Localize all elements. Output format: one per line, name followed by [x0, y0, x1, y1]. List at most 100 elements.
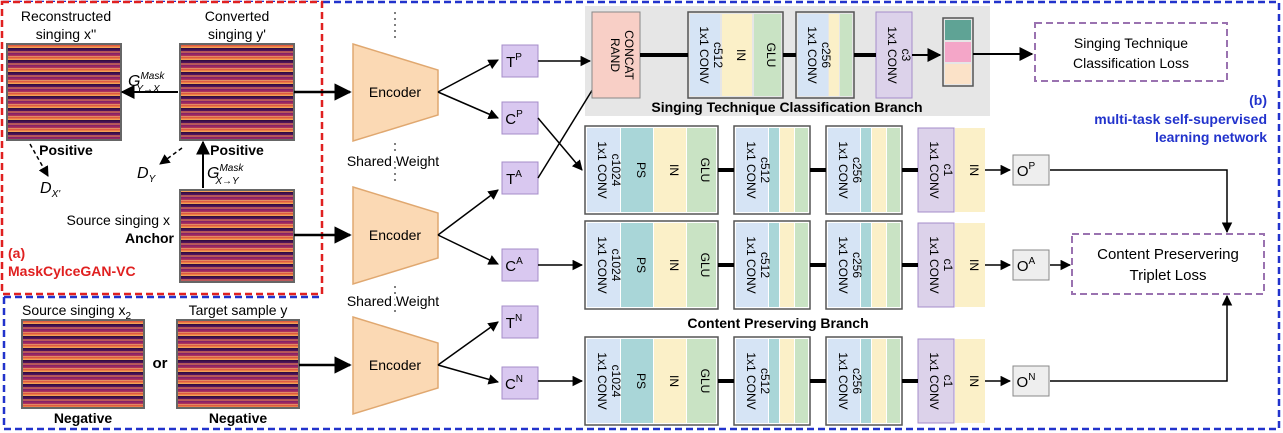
- tech-loss-2: Classification Loss: [1073, 55, 1189, 71]
- panel-b-line1: multi-task self-supervised: [1094, 111, 1267, 127]
- positive-label-2: Positive: [210, 142, 264, 158]
- svg-text:IN: IN: [667, 375, 681, 387]
- svg-text:CA: CA: [505, 256, 523, 275]
- arrow-cp-row1: [537, 117, 583, 171]
- svg-text:IN: IN: [967, 164, 981, 176]
- tech-block-c3: 1x1 CONV c3: [875, 11, 913, 99]
- spectrogram-converted: [179, 43, 295, 141]
- arrow-d-x: [29, 143, 49, 177]
- panel-b-line2: learning network: [1155, 129, 1267, 145]
- svg-text:1x1 CONV: 1x1 CONV: [836, 141, 850, 198]
- triplet-loss-1: Content Preservering: [1097, 246, 1239, 263]
- svg-text:1x1 CONV: 1x1 CONV: [927, 141, 941, 198]
- svg-text:1x1 CONV: 1x1 CONV: [744, 352, 758, 409]
- svg-text:OP: OP: [1017, 161, 1036, 180]
- svg-text:c512: c512: [711, 42, 725, 68]
- source2-title: Source singing x2: [22, 302, 132, 322]
- output-oa: OA: [1012, 249, 1050, 281]
- svg-text:GLU: GLU: [698, 369, 712, 394]
- negative-label-1: Negative: [54, 410, 113, 426]
- svg-text:c1024: c1024: [609, 249, 623, 282]
- svg-text:c256: c256: [850, 368, 864, 394]
- token-cn: CN: [501, 366, 539, 400]
- tech-block-256: 1x1 CONV c256: [795, 11, 855, 99]
- converted-title-2: singing y': [208, 26, 266, 42]
- or-label: or: [153, 355, 168, 372]
- svg-text:1x1 CONV: 1x1 CONV: [595, 352, 609, 409]
- encoder-1-label: Encoder: [369, 84, 421, 100]
- tech-loss-box: [1034, 22, 1228, 82]
- svg-text:1x1 CONV: 1x1 CONV: [697, 26, 711, 83]
- tech-block-512: 1x1 CONV c512 IN GLU: [687, 11, 784, 99]
- svg-text:1x1 CONV: 1x1 CONV: [805, 26, 819, 83]
- token-ta: TA: [501, 161, 539, 195]
- arrow-enc1-cp: [437, 91, 499, 120]
- arrow-enc3-cn: [437, 364, 500, 385]
- svg-text:1x1 CONV: 1x1 CONV: [927, 352, 941, 409]
- class-output-vector: [942, 17, 974, 87]
- svg-text:CN: CN: [505, 374, 523, 393]
- svg-text:c1024: c1024: [609, 154, 623, 187]
- output-op: OP: [1012, 154, 1050, 186]
- shared-weight-2: Shared Weight: [347, 293, 439, 309]
- spectrogram-reconstructed: [6, 43, 122, 141]
- arrow-on-loss: [1050, 294, 1233, 382]
- svg-text:IN: IN: [667, 164, 681, 176]
- svg-text:PS: PS: [634, 373, 648, 389]
- spectrogram-target: [176, 319, 300, 409]
- svg-text:TP: TP: [506, 52, 522, 71]
- svg-text:ON: ON: [1017, 372, 1036, 391]
- svg-text:c256: c256: [850, 157, 864, 183]
- svg-text:GLU: GLU: [764, 43, 778, 68]
- svg-text:c3: c3: [899, 49, 913, 62]
- svg-text:1x1 CONV: 1x1 CONV: [744, 141, 758, 198]
- svg-text:CONCAT: CONCAT: [622, 30, 636, 80]
- svg-text:c1024: c1024: [609, 365, 623, 398]
- svg-text:1x1 CONV: 1x1 CONV: [836, 236, 850, 293]
- svg-text:c512: c512: [758, 157, 772, 183]
- svg-text:PS: PS: [634, 162, 648, 178]
- svg-text:1x1 CONV: 1x1 CONV: [595, 141, 609, 198]
- svg-text:1x1 CONV: 1x1 CONV: [927, 236, 941, 293]
- svg-text:1x1 CONV: 1x1 CONV: [836, 352, 850, 409]
- encoder-3-label: Encoder: [369, 357, 421, 373]
- svg-text:c256: c256: [850, 252, 864, 278]
- technique-branch-title: Singing Technique Classification Branch: [651, 99, 922, 115]
- triplet-loss-box: [1071, 233, 1265, 295]
- token-ca: CA: [501, 248, 539, 282]
- arrow-enc1-tp: [437, 59, 499, 93]
- svg-text:c1: c1: [941, 164, 955, 177]
- target-title: Target sample y: [189, 302, 288, 318]
- token-tn: TN: [501, 305, 539, 339]
- d-y: DY: [137, 165, 157, 185]
- reconstructed-title-2: singing x'': [36, 26, 97, 42]
- svg-text:TA: TA: [506, 169, 522, 188]
- spectrogram-source2: [21, 319, 145, 409]
- svg-text:1x1 CONV: 1x1 CONV: [744, 236, 758, 293]
- svg-text:IN: IN: [967, 259, 981, 271]
- source-title: Source singing x: [66, 212, 170, 228]
- panel-b-tag: (b): [1249, 92, 1267, 108]
- reconstructed-title-1: Reconstructed: [21, 8, 111, 24]
- rand-concat-block: RAND CONCAT: [591, 11, 641, 99]
- shared-weight-1: Shared Weight: [347, 153, 439, 169]
- arrow-enc2-ca: [437, 234, 499, 265]
- token-cp: CP: [501, 101, 539, 135]
- svg-text:c1: c1: [941, 259, 955, 272]
- svg-text:IN: IN: [967, 375, 981, 387]
- svg-text:c512: c512: [758, 368, 772, 394]
- tech-loss-1: Singing Technique: [1074, 35, 1188, 51]
- arrow-d-y: [159, 147, 183, 165]
